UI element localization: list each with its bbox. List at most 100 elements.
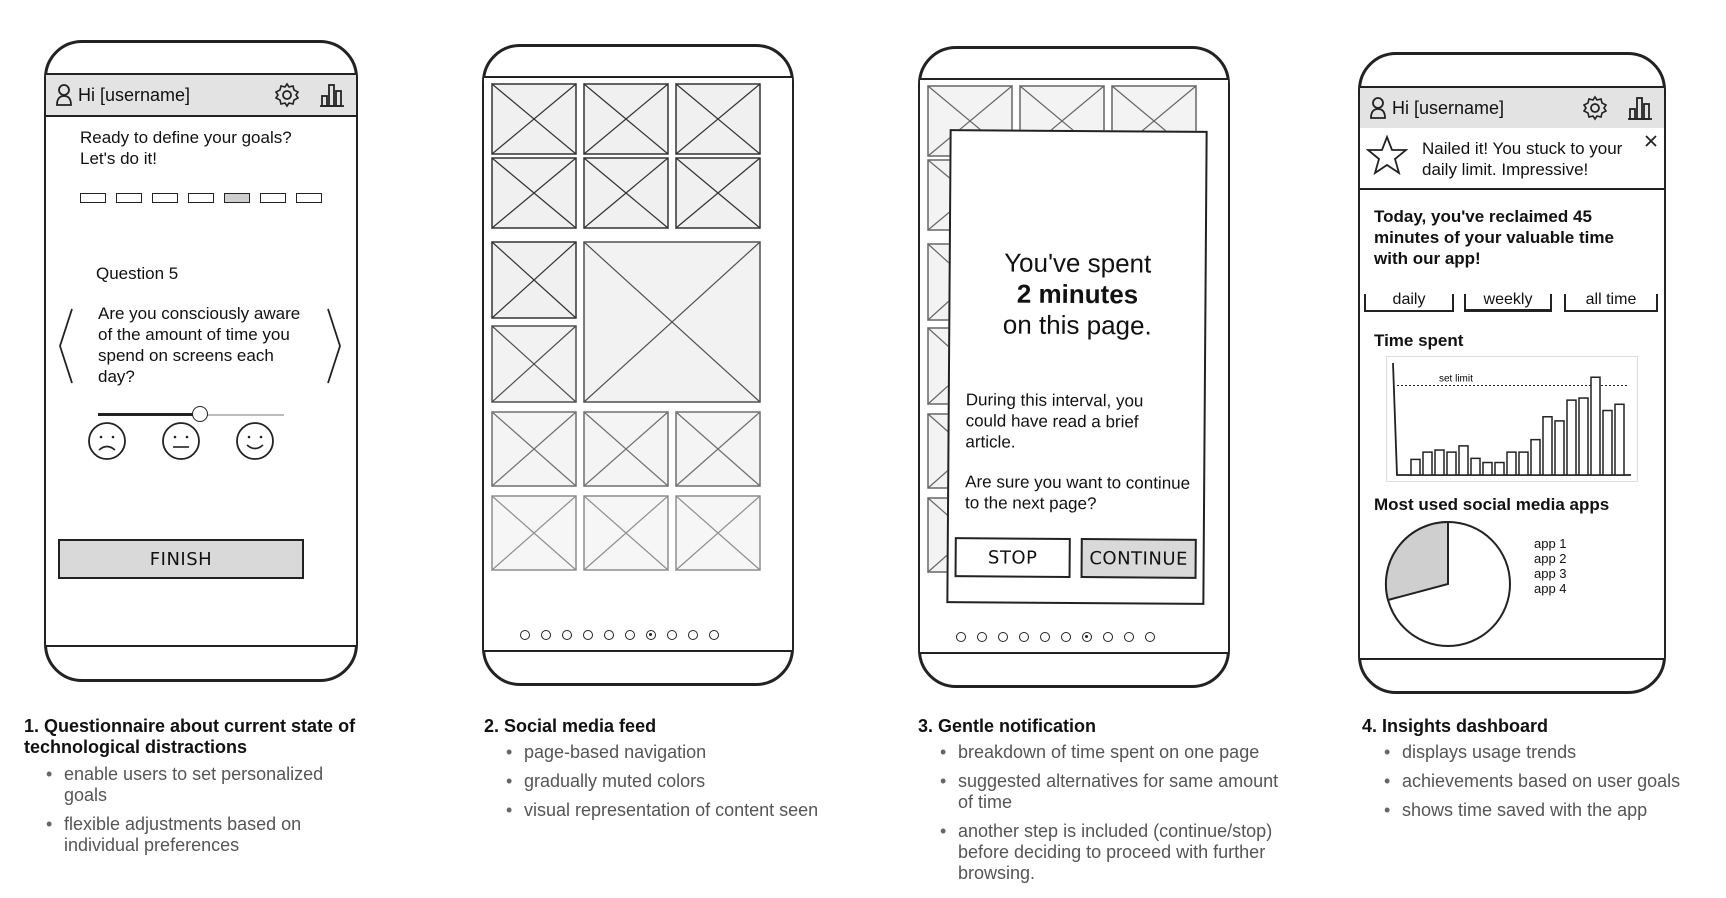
feed-tile[interactable] [491,157,577,229]
chart-bar [1470,457,1481,476]
time-spent-chart: set limit [1386,356,1638,482]
progress-step [152,193,178,203]
sad-face-icon[interactable] [86,420,128,462]
page-dot[interactable] [1082,632,1092,642]
page-dots[interactable] [956,632,1155,642]
close-icon[interactable] [1644,134,1658,148]
page-dots[interactable] [520,630,719,640]
question-text: Are you consciously aware of the amount … [98,304,301,386]
tab-weekly[interactable]: weekly [1464,292,1552,312]
feed-tile[interactable] [583,157,669,229]
time-spent-line-1: You've spent [1004,247,1152,279]
page-dot[interactable] [625,630,635,640]
stats-icon[interactable] [1628,95,1652,121]
page-dot[interactable] [1145,632,1155,642]
progress-step [80,193,106,203]
page-dot[interactable] [667,630,677,640]
chart-bar [1614,403,1625,476]
caption-bullet: achievements based on user goals [1362,771,1722,792]
page-dot[interactable] [583,630,593,640]
app-legend-item: app 4 [1534,581,1567,596]
screen-insights: Hi [username] Nailed it! You stuck to yo… [1360,86,1664,660]
slider-thumb[interactable] [192,406,209,422]
caption-bullet: flexible adjustments based on individual… [24,814,364,856]
screen-feed [484,76,792,652]
page-dot[interactable] [977,632,987,642]
app-legend-item: app 1 [1534,536,1567,551]
page-dot[interactable] [956,632,966,642]
chart-bar [1518,451,1529,476]
answer-slider[interactable] [98,405,284,425]
greeting: Hi [username] [1392,97,1505,118]
gear-icon[interactable] [1582,95,1608,121]
page-dot[interactable] [1103,632,1113,642]
page-dot[interactable] [1124,632,1134,642]
chart-bar [1482,461,1493,476]
next-question-arrow[interactable] [326,307,342,385]
user-menu[interactable]: Hi [username] [1370,97,1504,119]
time-spent-line-3: on this page. [1002,309,1152,341]
feed-tile[interactable] [491,241,577,319]
progress-step [116,193,142,203]
feed-tile[interactable] [675,157,761,229]
previous-question-arrow[interactable] [58,307,74,385]
feed-tile[interactable] [675,83,761,155]
chart-bar [1506,451,1517,476]
chart-bar [1602,409,1613,476]
feed-tile[interactable] [583,411,669,487]
page-dot[interactable] [998,632,1008,642]
caption-bullets-1: enable users to set personalized goalsfl… [24,764,364,864]
feed-tile[interactable] [583,495,669,571]
caption-title-1: 1. Questionnaire about current state of … [24,716,356,757]
caption-bullet: gradually muted colors [484,771,824,792]
page-dot[interactable] [688,630,698,640]
user-menu[interactable]: Hi [username] [56,84,190,106]
chart-axes [1392,362,1631,476]
page-dot[interactable] [709,630,719,640]
caption-bullets-3: breakdown of time spent on one pagesugge… [918,742,1288,892]
time-spent-line-2: 2 minutes [1016,278,1139,310]
page-dot[interactable] [541,630,551,640]
feed-tile[interactable] [927,85,1013,157]
feed-tile[interactable] [583,83,669,155]
stats-icon[interactable] [320,82,344,108]
time-spent-title: Time spent [1374,331,1464,350]
app-header: Hi [username] [46,75,356,117]
page-dot[interactable] [1019,632,1029,642]
chart-bar [1434,449,1445,476]
happy-face-icon[interactable] [234,420,276,462]
feed-tile[interactable] [491,325,577,403]
chart-bar [1554,420,1565,476]
progress-steps [80,193,330,205]
caption-bullet: page-based navigation [484,742,824,763]
neutral-face-icon[interactable] [160,420,202,462]
page-dot[interactable] [646,630,656,640]
finish-button[interactable]: FINISH [58,539,304,579]
feed-tile[interactable] [675,411,761,487]
continue-button[interactable]: CONTINUE [1080,538,1197,579]
page-dot[interactable] [604,630,614,640]
stop-button[interactable]: STOP [954,537,1071,578]
tab-daily[interactable]: daily [1364,292,1454,312]
chart-bar [1422,451,1433,476]
caption-bullets-2: page-based navigation gradually muted col… [484,742,824,829]
feed-tile[interactable] [491,83,577,155]
page-dot[interactable] [562,630,572,640]
feed-tile[interactable] [675,495,761,571]
page-dot[interactable] [1061,632,1071,642]
feed-tile[interactable] [583,241,761,403]
page-dot[interactable] [520,630,530,640]
feed-tile[interactable] [491,495,577,571]
caption-bullets-4: displays usage trendsachievements based … [1362,742,1722,829]
gear-icon[interactable] [274,82,300,108]
app-header: Hi [username] [1360,88,1664,130]
achievement-toast: Nailed it! You stuck to your daily limit… [1360,128,1664,190]
tab-all-time[interactable]: all time [1564,292,1658,312]
feed-tile[interactable] [491,411,577,487]
page-dot[interactable] [1040,632,1050,642]
progress-step [260,193,286,203]
chart-bar [1566,399,1577,476]
question-label: Question 5 [96,264,179,283]
feed-grid [491,83,761,571]
